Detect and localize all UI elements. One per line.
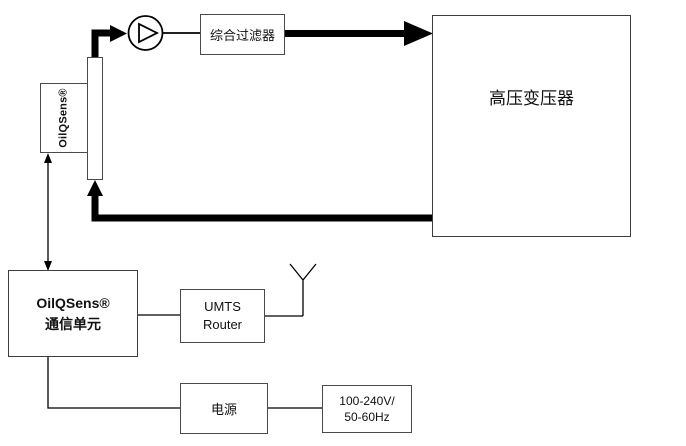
link-arrowhead-down-icon [44, 261, 52, 271]
return-arrowhead [87, 180, 103, 196]
umts-router-box: UMTS Router [180, 289, 265, 343]
transformer-label: 高压变压器 [489, 89, 574, 108]
comm-unit-label-line1: OilQSens® [36, 295, 110, 312]
antenna-icon [289, 263, 317, 316]
umts-label-line1: UMTS [204, 299, 241, 315]
sensor-box: OilQSens® [40, 83, 88, 153]
transformer-box: 高压变压器 [432, 15, 631, 237]
return-line [91, 194, 433, 222]
power-spec-line2: 50-60Hz [344, 410, 390, 424]
power-spec-box: 100-240V/ 50-60Hz [322, 385, 412, 433]
umts-label-line2: Router [202, 317, 243, 332]
sensor-label: OilQSens® [58, 88, 71, 148]
feed-line [91, 29, 111, 62]
pump-rotor-icon [138, 22, 160, 44]
link-arrowhead-up-icon [44, 153, 52, 163]
power-box: 电源 [180, 383, 268, 434]
filter-transformer-line [285, 30, 406, 37]
comm-unit-box: OilQSens® 通信单元 [8, 270, 138, 357]
power-spec-line1: 100-240V/ [339, 393, 395, 408]
feed-arrowhead [110, 25, 127, 42]
power-label: 电源 [210, 402, 237, 417]
filter-label: 综合过滤器 [209, 28, 275, 43]
sensor-pipe [87, 57, 103, 180]
transformer-arrowhead [404, 21, 433, 46]
filter-box: 综合过滤器 [200, 14, 285, 55]
comm-power-line [47, 357, 180, 409]
comm-unit-label-line2: 通信单元 [45, 315, 101, 332]
